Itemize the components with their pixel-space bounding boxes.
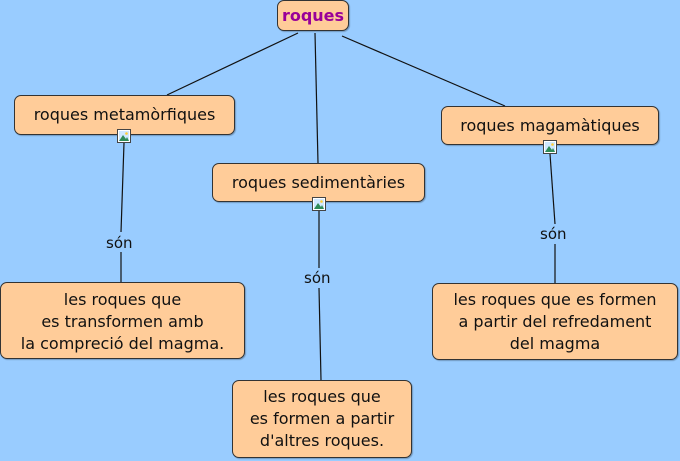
- link-label-son: són: [104, 234, 135, 252]
- line-magmatiques-son: [549, 153, 556, 225]
- line-root-metamorfiques: [166, 32, 299, 96]
- line-root-sedimentaries: [314, 32, 319, 164]
- concept-def-magmatiques[interactable]: les roques que es formen a partir del re…: [432, 283, 678, 360]
- image-icon[interactable]: [543, 140, 557, 154]
- line-root-magmatiques: [341, 35, 506, 107]
- concept-def-metamorfiques[interactable]: les roques que es transformen amb la com…: [0, 282, 245, 359]
- line-son-def-sedimentaries: [318, 287, 322, 381]
- concept-roques-sedimentaries[interactable]: roques sedimentàries: [212, 163, 425, 202]
- concept-def-sedimentaries[interactable]: les roques que es formen a partir d'altr…: [232, 380, 412, 458]
- concept-roques-magmatiques[interactable]: roques magamàtiques: [441, 106, 659, 145]
- image-icon[interactable]: [312, 197, 326, 211]
- image-icon[interactable]: [117, 129, 131, 143]
- concept-roques[interactable]: roques: [277, 0, 349, 31]
- line-metamorfiques-son: [120, 142, 125, 233]
- link-label-son: són: [302, 269, 333, 287]
- link-label-son: són: [538, 225, 569, 243]
